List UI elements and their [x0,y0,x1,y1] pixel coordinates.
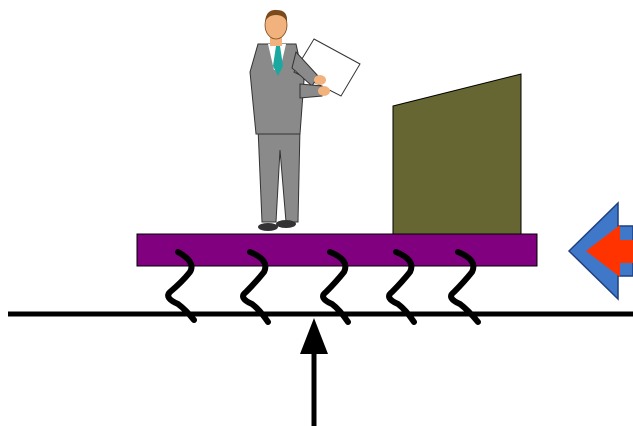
businessman-icon [249,9,361,231]
spring-5 [448,249,481,325]
block-shape [392,73,522,235]
left-arrow-icon [567,201,633,301]
springs [165,249,481,325]
platform [136,233,538,267]
spring-4 [386,249,417,325]
spring-3 [320,249,351,325]
spring-1 [165,249,197,323]
up-arrow-icon [300,318,328,426]
spring-2 [240,249,271,325]
